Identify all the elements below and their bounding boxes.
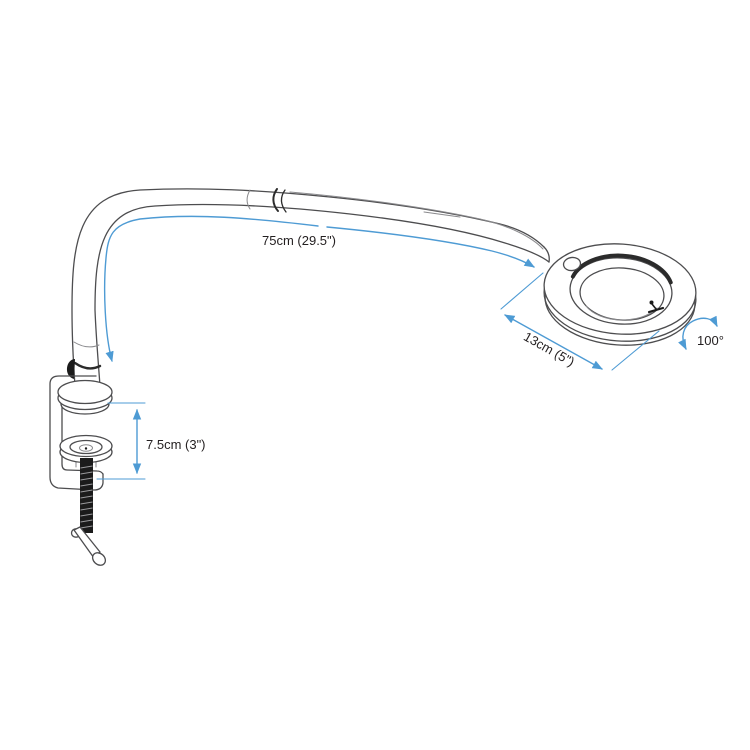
clamp-pad: [59, 434, 113, 468]
lamp-power-icon: [647, 300, 665, 314]
pole-base-plates: [57, 379, 113, 415]
lens-dim-extension-lower: [611, 330, 660, 371]
lens-dim-extension-upper: [500, 272, 544, 310]
screw-threads: [80, 465, 93, 529]
tilt-lock-knob: [66, 359, 75, 379]
arm-length-dim-line-left: [103, 215, 319, 363]
clamp-bracket-outer: [49, 375, 104, 491]
desk-clamp: [49, 375, 113, 568]
lamp-head: [543, 243, 697, 346]
lens-inner-highlight: [585, 305, 658, 321]
arm-joint-collar: [246, 188, 287, 213]
arm-length-label: 75cm (29.5"): [262, 233, 336, 248]
pad-center-mark: [84, 447, 88, 450]
flex-arm: [66, 188, 550, 387]
pole-collars: [73, 341, 102, 370]
arm-inner-edge: [94, 203, 550, 387]
arm-end-cap: [543, 246, 550, 263]
arm-length-dim-line-right: [326, 226, 535, 268]
power-button[interactable]: [562, 256, 582, 272]
lens-diameter-label: 13cm (5"): [521, 329, 577, 370]
lens-diameter-dim-line: [504, 314, 603, 370]
rotation-angle-label: 100°: [697, 333, 724, 348]
lens-bezel-shadow: [570, 253, 673, 285]
arm-top-highlight: [289, 191, 544, 250]
rotation-arc: [678, 315, 718, 350]
arm-mid-highlight: [423, 211, 461, 218]
clamp-opening-label: 7.5cm (3"): [146, 437, 206, 452]
clamp-handle[interactable]: [73, 526, 101, 559]
handle-knob[interactable]: [90, 550, 108, 568]
